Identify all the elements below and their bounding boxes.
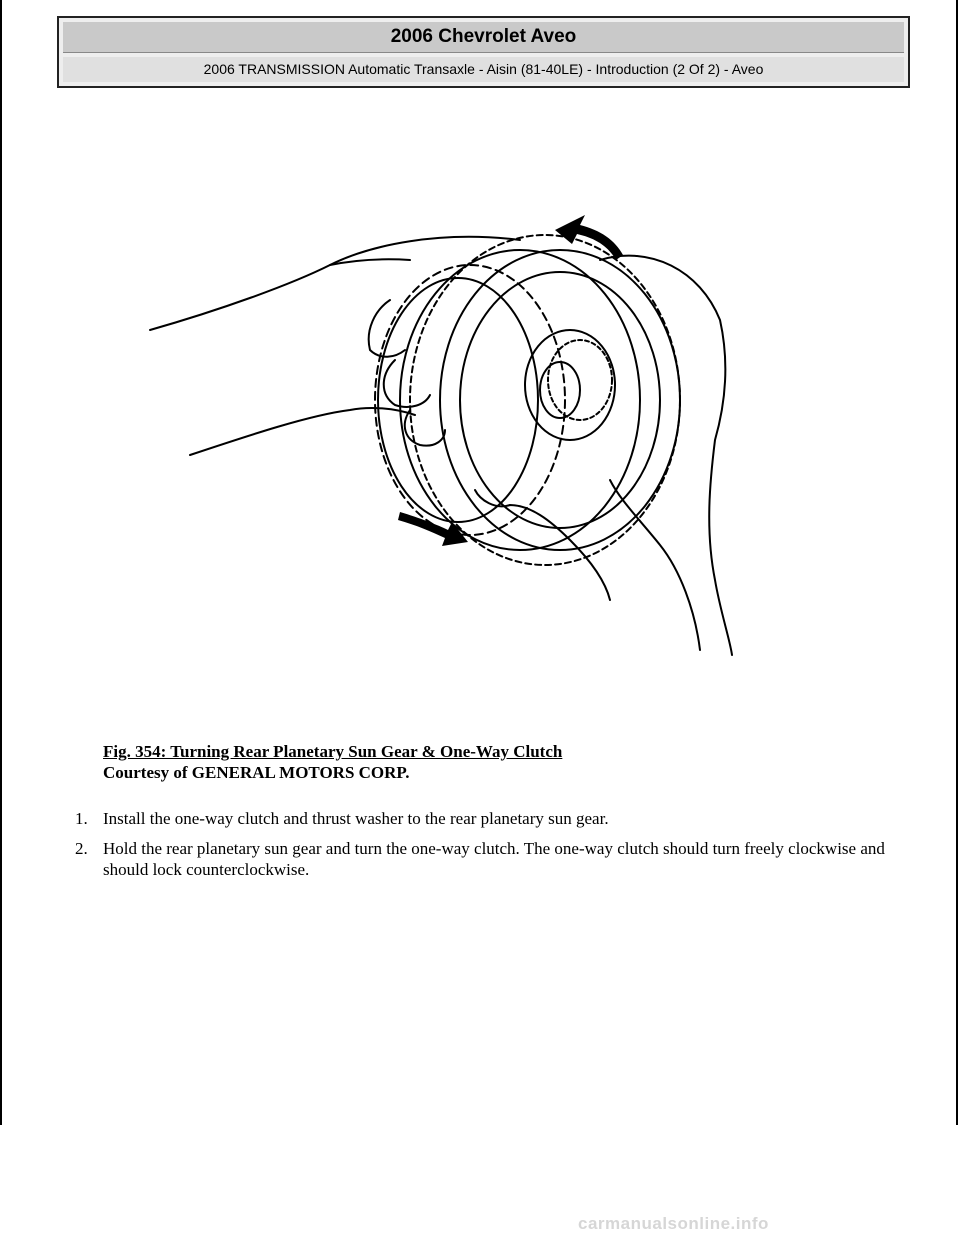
page-frame — [0, 0, 958, 1125]
step-number: 1. — [75, 809, 88, 828]
figure-illustration — [140, 200, 740, 660]
document-header: 2006 Chevrolet Aveo 2006 TRANSMISSION Au… — [57, 16, 910, 88]
step-text: Install the one-way clutch and thrust wa… — [103, 809, 609, 828]
clutch-gear-drawing — [374, 234, 681, 566]
step-number: 2. — [75, 839, 88, 858]
procedure-steps: 1. Install the one-way clutch and thrust… — [75, 808, 905, 889]
figure-caption: Fig. 354: Turning Rear Planetary Sun Gea… — [103, 741, 562, 783]
rotation-arrows — [398, 215, 623, 546]
header-subtitle: 2006 TRANSMISSION Automatic Transaxle - … — [63, 57, 904, 82]
header-title: 2006 Chevrolet Aveo — [63, 22, 904, 53]
watermark: carmanualsonline.info — [578, 1214, 769, 1233]
procedure-step: 2. Hold the rear planetary sun gear and … — [75, 838, 905, 880]
procedure-step: 1. Install the one-way clutch and thrust… — [75, 808, 905, 829]
right-hand-drawing — [474, 254, 733, 656]
figure-caption-title: Fig. 354: Turning Rear Planetary Sun Gea… — [103, 742, 563, 761]
step-text: Hold the rear planetary sun gear and tur… — [103, 839, 885, 879]
left-hand-drawing — [149, 235, 521, 456]
figure-caption-credit: Courtesy of GENERAL MOTORS CORP. — [103, 763, 410, 782]
